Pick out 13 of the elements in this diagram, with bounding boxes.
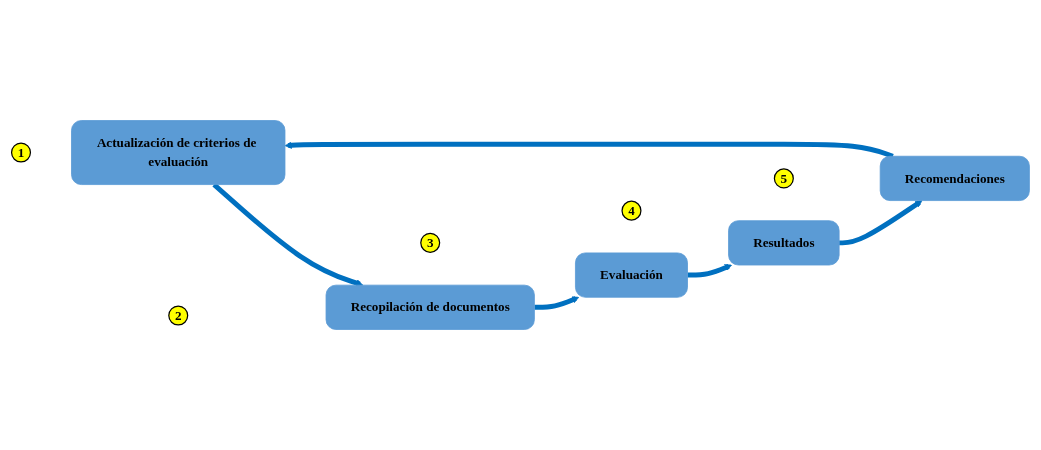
node-circle: 3	[420, 232, 441, 253]
node-box: Resultados	[728, 220, 840, 266]
node-circle: 5	[773, 168, 794, 189]
node-circle: 1	[10, 142, 32, 163]
node-box: Recopilación de documentos	[325, 284, 535, 330]
node-circle: 4	[621, 200, 642, 221]
node-circle: 2	[168, 305, 189, 326]
arrow	[839, 200, 923, 246]
node-box: Recomendaciones	[879, 155, 1030, 201]
arrow	[534, 296, 580, 310]
node-box: Actualización de criterios de evaluación	[71, 120, 286, 185]
arrow	[687, 264, 732, 278]
node-box: Evaluación	[575, 252, 688, 298]
